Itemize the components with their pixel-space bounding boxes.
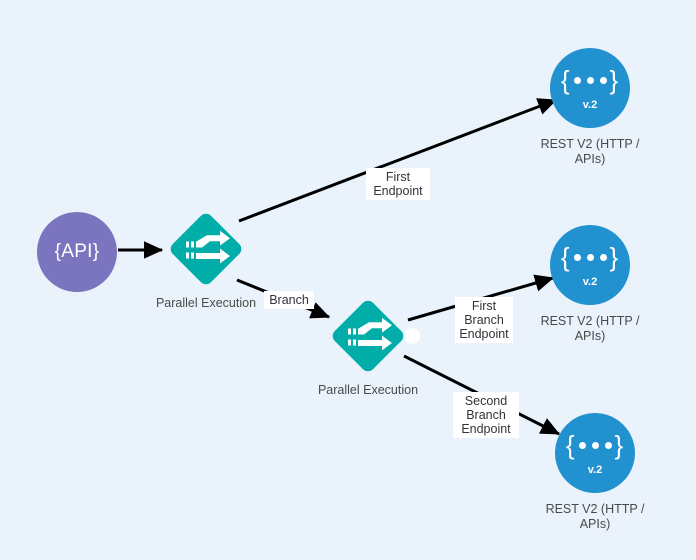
caption-rest-v2-top: REST V2 (HTTP / APIs) xyxy=(540,137,640,166)
edge-label-branch[interactable]: Branch xyxy=(264,291,314,309)
api-braces-icon: {API} xyxy=(54,241,100,262)
parallel-arrows-icon xyxy=(332,300,404,372)
rest-braces-icon: { } xyxy=(560,65,620,95)
version-badge-middle: v.2 xyxy=(582,276,598,288)
node-parallel-execution-1[interactable] xyxy=(162,205,250,293)
rest-braces-icon: { } xyxy=(560,242,620,272)
node-rest-v2-bottom[interactable]: { } v.2 xyxy=(555,413,635,493)
edge-label-first-endpoint[interactable]: First Endpoint xyxy=(366,168,430,200)
caption-rest-v2-middle: REST V2 (HTTP / APIs) xyxy=(540,314,640,343)
parallel-arrows-icon xyxy=(170,213,242,285)
rest-braces-icon: { } xyxy=(565,430,625,460)
edge-label-second-branch-endpoint[interactable]: Second Branch Endpoint xyxy=(453,392,519,438)
node-api-trigger[interactable]: {API} xyxy=(37,212,117,292)
edge-first-endpoint[interactable] xyxy=(238,98,558,223)
node-rest-v2-top[interactable]: { } v.2 xyxy=(550,48,630,128)
node-rest-v2-middle[interactable]: { } v.2 xyxy=(550,225,630,305)
caption-parallel-execution-2: Parallel Execution xyxy=(317,383,419,397)
edge-label-first-branch-endpoint[interactable]: First Branch Endpoint xyxy=(455,297,513,343)
version-badge-bottom: v.2 xyxy=(587,464,603,476)
caption-parallel-execution-1: Parallel Execution xyxy=(155,296,257,310)
node-parallel-execution-2[interactable] xyxy=(324,292,420,380)
version-badge-top: v.2 xyxy=(582,99,598,111)
connection-handle-dot[interactable] xyxy=(404,328,420,344)
caption-rest-v2-bottom: REST V2 (HTTP / APIs) xyxy=(545,502,645,531)
